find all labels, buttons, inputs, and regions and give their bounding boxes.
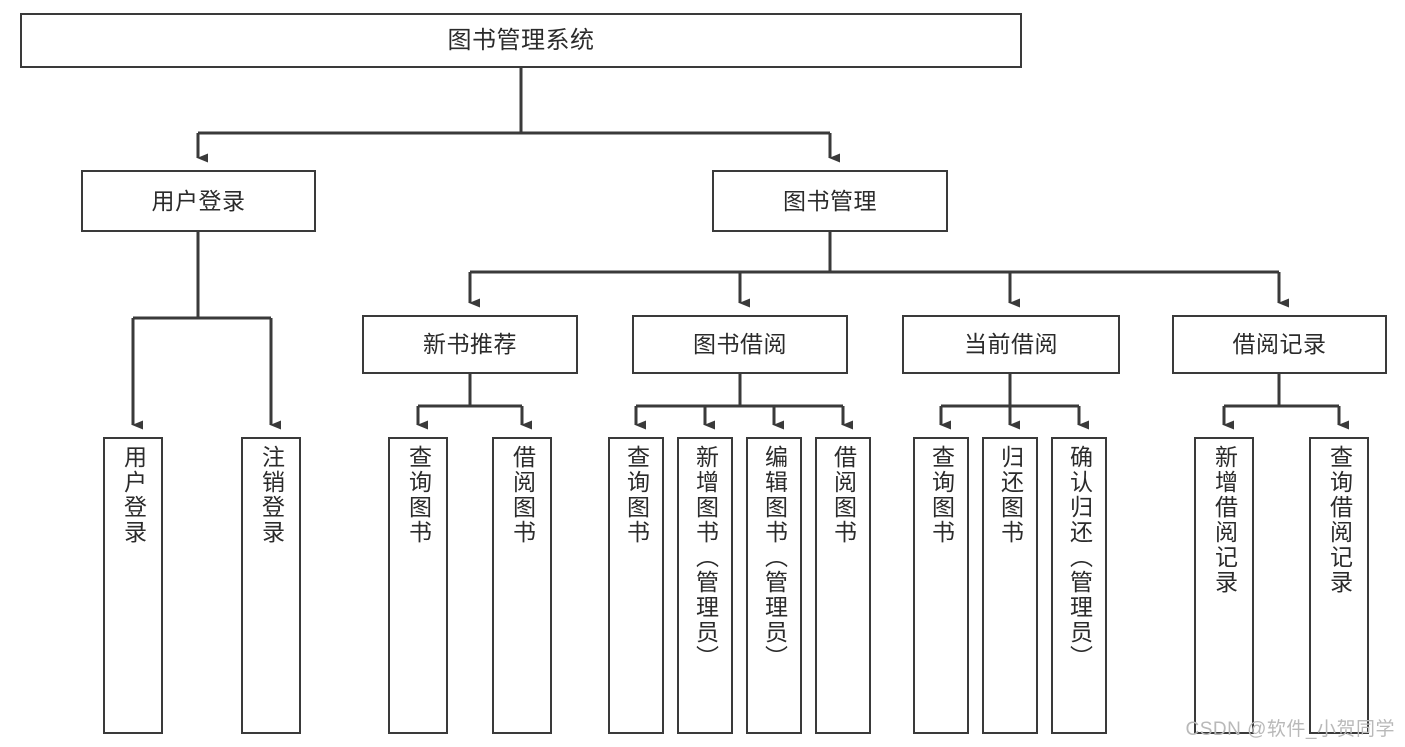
node-label: 注销登录: [258, 445, 285, 545]
leaf-return-book[interactable]: 归还图书: [982, 437, 1038, 734]
node-label: 借阅图书: [509, 445, 536, 545]
node-label: 查询图书: [405, 445, 432, 545]
node-label: 确认归还（管理员）: [1066, 445, 1093, 670]
node-label: 新增借阅记录: [1211, 445, 1238, 595]
csdn-watermark: CSDN @软件_小贺同学: [1185, 719, 1395, 740]
leaf-borrow-book-recommend[interactable]: 借阅图书: [492, 437, 552, 734]
node-new-book-recommend[interactable]: 新书推荐: [362, 315, 578, 374]
node-label: 新书推荐: [423, 331, 517, 358]
node-label: 查询借阅记录: [1326, 445, 1353, 595]
node-label: 新增图书（管理员）: [692, 445, 719, 670]
node-book-borrow[interactable]: 图书借阅: [632, 315, 848, 374]
node-current-borrow[interactable]: 当前借阅: [902, 315, 1120, 374]
leaf-add-book[interactable]: 新增图书（管理员）: [677, 437, 733, 734]
node-label: 归还图书: [997, 445, 1024, 545]
node-label: 用户登录: [120, 445, 147, 545]
leaf-query-book-current[interactable]: 查询图书: [913, 437, 969, 734]
node-user-login[interactable]: 用户登录: [81, 170, 316, 232]
node-borrow-record[interactable]: 借阅记录: [1172, 315, 1387, 374]
node-label: 图书管理: [783, 187, 877, 214]
node-label: 查询图书: [928, 445, 955, 545]
node-book-management[interactable]: 图书管理: [712, 170, 948, 232]
node-label: 图书管理系统: [447, 26, 595, 54]
node-label: 借阅图书: [830, 445, 857, 545]
node-label: 编辑图书（管理员）: [761, 445, 788, 670]
node-root-system[interactable]: 图书管理系统: [20, 13, 1022, 68]
node-label: 用户登录: [151, 187, 246, 214]
leaf-logout-login[interactable]: 注销登录: [241, 437, 301, 734]
leaf-borrow-book[interactable]: 借阅图书: [815, 437, 871, 734]
node-label: 图书借阅: [693, 331, 787, 358]
node-label: 当前借阅: [964, 331, 1058, 358]
leaf-user-login[interactable]: 用户登录: [103, 437, 163, 734]
leaf-query-book-recommend[interactable]: 查询图书: [388, 437, 448, 734]
node-label: 借阅记录: [1232, 331, 1327, 358]
leaf-query-book-borrow[interactable]: 查询图书: [608, 437, 664, 734]
leaf-add-borrow-record[interactable]: 新增借阅记录: [1194, 437, 1254, 734]
leaf-confirm-return[interactable]: 确认归还（管理员）: [1051, 437, 1107, 734]
leaf-query-borrow-record[interactable]: 查询借阅记录: [1309, 437, 1369, 734]
node-label: 查询图书: [623, 445, 650, 545]
leaf-edit-book[interactable]: 编辑图书（管理员）: [746, 437, 802, 734]
